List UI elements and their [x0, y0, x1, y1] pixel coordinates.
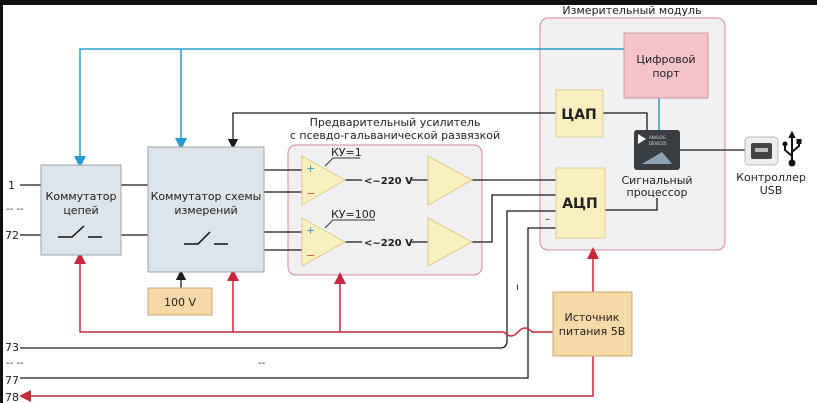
minus-sign: −	[306, 187, 315, 200]
input-1: 1	[8, 179, 15, 192]
amplifiers	[301, 155, 474, 267]
left-border	[0, 0, 3, 403]
circuit-switch: Коммутатор цепей	[40, 164, 122, 256]
top-border	[0, 0, 817, 5]
module-title: Измерительный модуль	[562, 4, 701, 17]
usb-label-1: Контроллер	[736, 171, 806, 184]
tick-mark: ı	[516, 282, 519, 293]
measurement-switch-label-1: Коммутатор схемы	[151, 190, 262, 203]
dsp-label-1: Сигнальный	[621, 174, 692, 187]
chip-brand-2: DEVICES	[649, 141, 667, 146]
circuit-switch-label-1: Коммутатор	[46, 190, 117, 203]
input-73: 73	[5, 341, 19, 354]
measurement-switch-label-2: измерений	[174, 204, 237, 217]
input-77: 77	[5, 374, 19, 387]
adc-label: АЦП	[562, 196, 598, 212]
adc: АЦП	[555, 167, 606, 239]
preamp-title-2: с псевдо-гальванической развязкой	[290, 129, 500, 142]
plus-sign: +	[306, 162, 315, 175]
digital-control-lines	[74, 48, 660, 168]
digital-port-label-2: порт	[652, 67, 680, 80]
minus-sign: −	[306, 249, 315, 262]
isolation-label-2: <~220 V	[364, 238, 413, 249]
hv-source: 100 V	[147, 287, 213, 316]
preamp-title-1: Предварительный усилитель	[310, 116, 481, 129]
aux-dots-mid: --	[258, 358, 266, 369]
power-supply: Источник питания 5В	[552, 291, 633, 357]
switch-icon	[184, 231, 228, 245]
adc-dash: –	[545, 214, 550, 225]
usb-icon	[782, 130, 802, 167]
amplifier-gain-100	[301, 217, 347, 267]
input-dots: -- --	[6, 204, 24, 215]
power-label-2: питания 5В	[559, 325, 626, 338]
hv-source-label: 100 V	[164, 296, 196, 309]
usb-label-2: USB	[760, 184, 783, 197]
signal-lines	[20, 112, 745, 379]
gain-1-label: КУ=1	[331, 146, 362, 159]
plus-sign: +	[306, 224, 315, 237]
usb-controller: Контроллер USB	[736, 130, 806, 197]
dac-label: ЦАП	[561, 107, 597, 123]
power-label-1: Источник	[565, 311, 620, 324]
isolation-label-1: <~220 V	[364, 176, 413, 187]
switch-icon	[58, 225, 102, 238]
digital-port: Цифровой порт	[623, 32, 709, 99]
circuit-switch-label-2: цепей	[63, 204, 98, 217]
input-72: 72	[5, 229, 19, 242]
power-lines	[19, 247, 599, 402]
input-78: 78	[5, 391, 19, 403]
dsp-label-2: процессор	[627, 186, 688, 199]
aux-dots: -- --	[6, 358, 24, 369]
dac: ЦАП	[555, 89, 604, 138]
measurement-switch: Коммутатор схемы измерений	[147, 146, 265, 273]
amplifier-gain-1	[301, 155, 347, 206]
buffer-2	[427, 217, 474, 267]
dsp-chip-icon: ANALOG DEVICES	[634, 130, 680, 170]
digital-port-label-1: Цифровой	[636, 53, 695, 66]
chip-brand-1: ANALOG	[649, 135, 666, 140]
buffer-1	[427, 155, 474, 206]
gain-100-label: КУ=100	[331, 208, 376, 221]
